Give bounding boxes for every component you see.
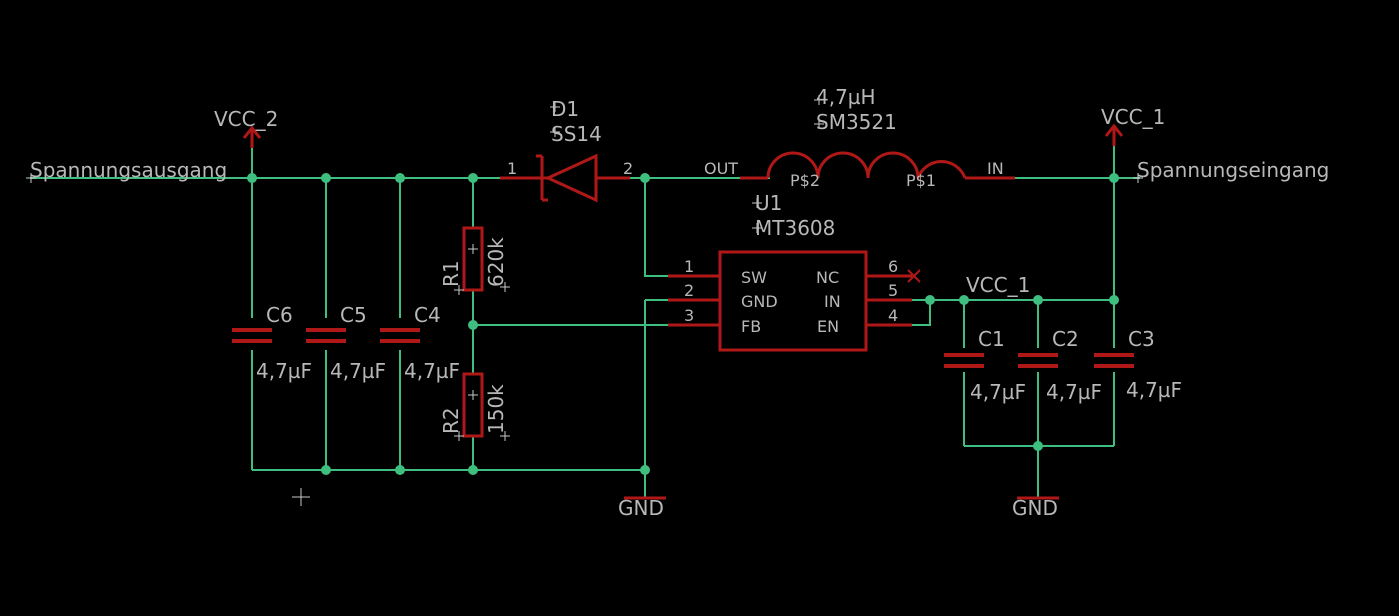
gnd-bus-right	[964, 445, 1114, 498]
junction	[395, 173, 405, 183]
capacitor-c5	[306, 328, 346, 343]
labels: VCC_2 VCC_1 VCC_1 GND GND Spannungsausga…	[30, 85, 1329, 520]
ic-pin-en-label: EN	[817, 317, 839, 336]
junction	[959, 295, 969, 305]
ic-pin-gnd-label: GND	[741, 292, 778, 311]
junction	[321, 173, 331, 183]
junction	[468, 320, 478, 330]
r1-value-label: 620k	[484, 237, 508, 287]
c3-name-label: C3	[1128, 327, 1155, 351]
diode-pin1-label: 1	[507, 159, 517, 178]
junction	[321, 465, 331, 475]
c1-value-label: 4,7µF	[970, 380, 1026, 404]
diode-name-label: D1	[551, 97, 579, 121]
c6-name-label: C6	[266, 303, 293, 327]
c2-value-label: 4,7µF	[1046, 380, 1102, 404]
origin-marks	[26, 95, 1143, 506]
gnd-right-label: GND	[1012, 496, 1058, 520]
c4-value-label: 4,7µF	[404, 359, 460, 383]
output-port-label: Spannungsausgang	[30, 158, 227, 182]
r2-value-label: 150k	[484, 384, 508, 434]
vcc1-top-label: VCC_1	[1101, 105, 1165, 129]
junction	[395, 465, 405, 475]
c5-value-label: 4,7µF	[330, 359, 386, 383]
capacitor-c4	[380, 328, 420, 343]
capacitor-c6	[232, 328, 272, 343]
diode-d1	[500, 153, 630, 203]
vcc1-net-label: VCC_1	[966, 273, 1030, 297]
inductor-part-label: SM3521	[816, 110, 897, 134]
ic-pin3-num: 3	[684, 306, 694, 325]
inductor-p2-label: P$2	[790, 171, 820, 190]
junction	[1109, 173, 1119, 183]
ic-pin6-num: 6	[888, 257, 898, 276]
c3-value-label: 4,7µF	[1126, 378, 1182, 402]
junction	[468, 173, 478, 183]
vcc2-label: VCC_2	[214, 107, 278, 131]
ic-part-label: MT3608	[755, 216, 835, 240]
c2-name-label: C2	[1052, 327, 1079, 351]
ic-pin4-num: 4	[888, 306, 898, 325]
input-port-label: Spannungseingang	[1137, 158, 1329, 182]
ic-name-label: U1	[755, 191, 782, 215]
resistor-r2	[462, 372, 484, 438]
inductor-l1	[740, 151, 1015, 180]
nc-cross-icon	[907, 269, 921, 283]
ic-pin-fb-label: FB	[741, 317, 761, 336]
gnd-left-label: GND	[618, 496, 664, 520]
junction	[640, 465, 650, 475]
c5-name-label: C5	[340, 303, 367, 327]
vcc1-symbol	[1104, 123, 1124, 146]
ic-pin-in-label: IN	[824, 292, 841, 311]
inductor-p1-label: P$1	[906, 171, 936, 190]
capacitor-c1	[944, 353, 984, 368]
ic-pins	[668, 274, 912, 327]
junction	[925, 295, 935, 305]
gnd-pin-wire	[644, 299, 690, 498]
ic-pin5-num: 5	[888, 281, 898, 300]
vcc2-symbol	[242, 125, 262, 148]
capacitor-c3	[1094, 353, 1134, 368]
capacitor-c2	[1018, 353, 1058, 368]
junction	[640, 173, 650, 183]
junction	[1033, 441, 1043, 451]
diode-pin2-label: 2	[623, 159, 633, 178]
r2-name-label: R2	[439, 407, 463, 434]
inductor-out-label: OUT	[704, 159, 738, 178]
junction	[1033, 295, 1043, 305]
ic-pin1-num: 1	[684, 257, 694, 276]
junction	[247, 173, 257, 183]
ic-pin2-num: 2	[684, 281, 694, 300]
components	[232, 123, 1134, 500]
resistor-r1	[462, 226, 484, 292]
inductor-in-label: IN	[987, 159, 1004, 178]
c6-value-label: 4,7µF	[256, 359, 312, 383]
ic-pin-sw-label: SW	[741, 268, 767, 287]
c1-name-label: C1	[978, 327, 1005, 351]
diode-value-label: SS14	[551, 122, 602, 146]
r1-name-label: R1	[439, 260, 463, 287]
junctions	[247, 173, 1119, 475]
en-pin-wire	[912, 300, 931, 326]
junction	[1109, 295, 1119, 305]
inductor-value-label: 4,7µH	[816, 85, 876, 109]
c4-name-label: C4	[414, 303, 441, 327]
junction	[468, 465, 478, 475]
ic-pin-nc-label: NC	[816, 268, 839, 287]
